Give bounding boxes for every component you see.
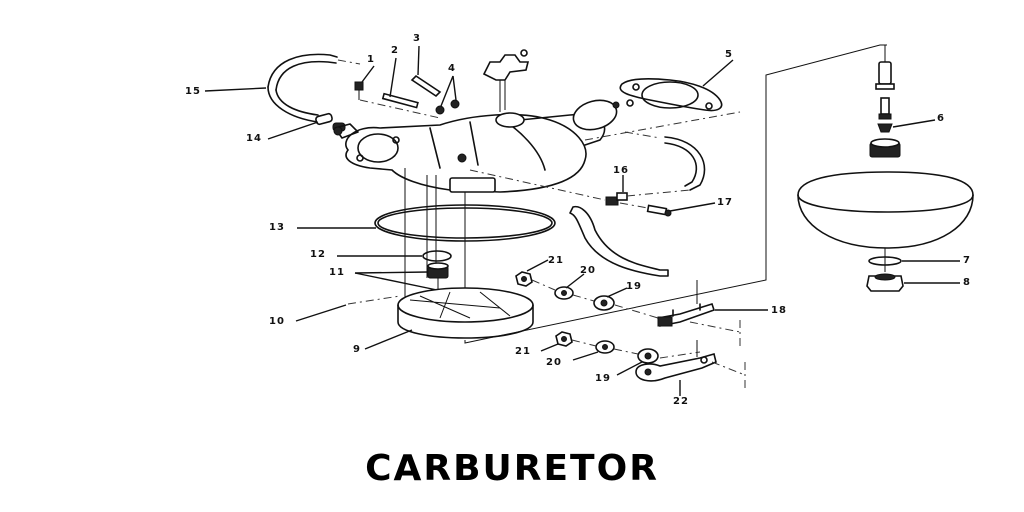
- part-21-nut-upper: [515, 271, 533, 287]
- part-label-18: 18: [771, 305, 787, 316]
- part-4-screws: [435, 99, 460, 115]
- part-19-washer-lower: [637, 348, 659, 364]
- part-label-1: 1: [367, 54, 375, 65]
- part-label-6: 6: [937, 113, 945, 124]
- part-12-washer: [422, 250, 452, 262]
- part-label-7: 7: [963, 255, 971, 266]
- part-22-bracket: [635, 353, 717, 382]
- part-18-bracket: [657, 303, 716, 327]
- mount-outline: [464, 44, 887, 344]
- part-label-21-upper: 21: [548, 255, 564, 266]
- part-label-17: 17: [717, 197, 733, 208]
- part-label-13: 13: [269, 222, 285, 233]
- part-label-4: 4: [448, 63, 456, 74]
- diagram-title: CARBURETOR: [365, 448, 659, 489]
- part-16-clip: [605, 192, 628, 206]
- part-label-12: 12: [310, 249, 326, 260]
- part-3-screw: [410, 74, 442, 98]
- part-label-15: 15: [185, 86, 201, 97]
- part-21-nut-lower: [555, 331, 573, 347]
- part-label-20-lower: 20: [546, 357, 562, 368]
- part-label-5: 5: [725, 49, 733, 60]
- part-19-washer-upper: [593, 295, 615, 311]
- part-6-inlet-needle: [875, 45, 895, 133]
- part-2-spring-screw: [381, 92, 419, 109]
- part-9-float: [397, 287, 534, 339]
- part-5-gasket: [619, 78, 723, 112]
- part-label-19-upper: 19: [626, 281, 642, 292]
- part-13-o-ring: [374, 204, 556, 242]
- part-label-19-lower: 19: [595, 373, 611, 384]
- part-label-22: 22: [673, 396, 689, 407]
- part-label-9: 9: [353, 344, 361, 355]
- part-label-14: 14: [246, 133, 262, 144]
- part-1-screw: [354, 81, 441, 119]
- part-label-11: 11: [329, 267, 345, 278]
- part-20-washer-lower: [595, 340, 615, 354]
- part-8-bowl-nut: [866, 273, 904, 292]
- hose-segment: [624, 131, 706, 191]
- carburetor-body: [333, 112, 606, 193]
- part-label-3: 3: [413, 33, 421, 44]
- inlet-fitting: [869, 138, 901, 158]
- part-label-10: 10: [269, 316, 285, 327]
- part-label-2: 2: [391, 45, 399, 56]
- part-label-20-upper: 20: [580, 265, 596, 276]
- throttle-plate: [572, 99, 634, 131]
- part-7-washer: [868, 248, 902, 272]
- float-bowl: [797, 171, 974, 249]
- part-label-21-lower: 21: [515, 346, 531, 357]
- part-label-8: 8: [963, 277, 971, 288]
- throttle-lever: [482, 49, 530, 112]
- part-15-fuel-hose: [267, 53, 361, 123]
- part-label-16: 16: [613, 165, 629, 176]
- part-20-washer-upper: [554, 286, 574, 300]
- part-11-needle-seat: [427, 262, 449, 292]
- part-17-screw: [646, 204, 672, 217]
- bracket-arm: [569, 205, 669, 277]
